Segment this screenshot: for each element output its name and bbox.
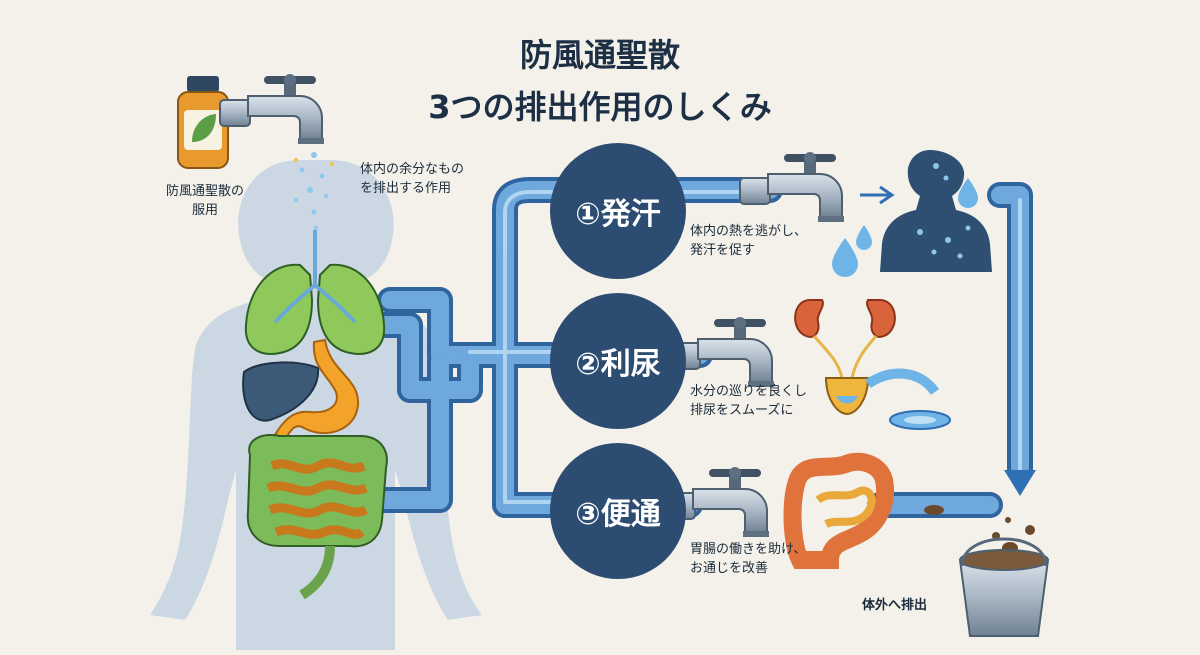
action-bowel-circle: ③便通 (550, 443, 686, 579)
action-bowel-desc-line-2: お通じを改善 (690, 561, 769, 576)
bladder-icon (824, 368, 951, 430)
intake-label: 防風通聖散の 服用 (150, 182, 260, 220)
arrow-down-icon (1004, 470, 1036, 496)
arrow-right-icon (860, 185, 895, 205)
action-urine-desc-line-1: 水分の巡りを良くし (690, 384, 808, 399)
mechanism-note-line-1: 体内の余分なもの (360, 162, 465, 177)
action-urine-desc-line-2: 排尿をスムーズに (690, 403, 794, 418)
lungs-icon (244, 230, 386, 355)
sweating-person-icon (880, 150, 992, 272)
sparkle-particles (294, 152, 334, 230)
mechanism-note-line-2: を排出する作用 (360, 181, 452, 196)
intake-label-line-1: 防風通聖散の (165, 184, 244, 199)
liver-icon (242, 361, 320, 422)
action-bowel-desc: 胃腸の働きを助け、 お通じを改善 (690, 540, 806, 578)
action-urine-desc: 水分の巡りを良くし 排尿をスムーズに (690, 382, 807, 420)
intake-label-line-2: 服用 (191, 203, 218, 218)
mechanism-note: 体内の余分なもの を排出する作用 (360, 160, 464, 198)
output-label: 体外へ排出 (862, 598, 928, 613)
action-sweat-label: ①発汗 (575, 197, 661, 232)
intestine-icon (246, 434, 388, 600)
action-sweat-desc-line-2: 発汗を促す (690, 243, 756, 258)
faucet-icon (739, 151, 845, 223)
action-sweat-circle: ①発汗 (550, 143, 686, 279)
medicine-bottle-icon (177, 76, 229, 169)
water-drop-icon (832, 225, 872, 277)
kidneys-icon (794, 299, 896, 379)
action-sweat-desc-line-1: 体内の熱を逃がし、 (690, 224, 808, 239)
intestine-icon (783, 452, 894, 569)
action-bowel-desc-line-1: 胃腸の働きを助け、 (690, 542, 807, 557)
faucet-icon (669, 316, 775, 388)
action-urine-circle: ②利尿 (550, 293, 686, 429)
action-bowel-label: ③便通 (575, 497, 661, 532)
action-sweat-desc: 体内の熱を逃がし、 発汗を促す (690, 222, 807, 260)
title-line-2: 3つの排出作用のしくみ (428, 88, 772, 126)
title-line-1: 防風通聖散 (519, 36, 680, 74)
action-urine-label: ②利尿 (575, 347, 661, 382)
human-body-silhouette (150, 160, 482, 650)
bucket-icon (958, 537, 1050, 637)
water-drop-icon (958, 178, 978, 208)
